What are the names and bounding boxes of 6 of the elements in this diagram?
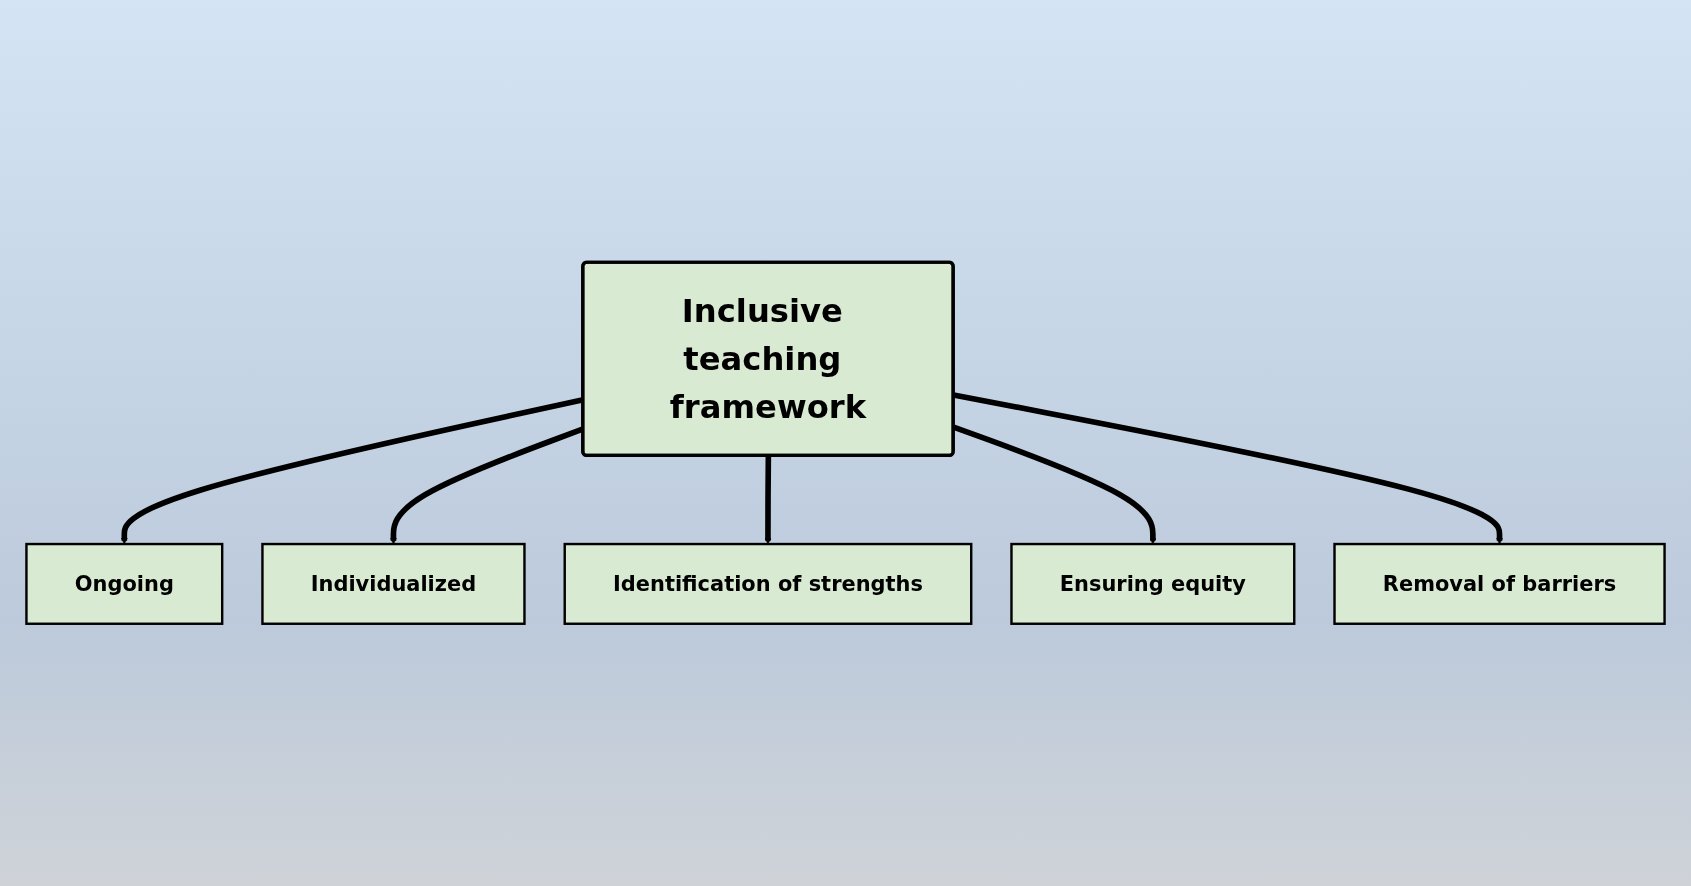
node-box: Ongoing (25, 542, 224, 625)
arrow (764, 455, 772, 545)
node-box: Identification of strengths (563, 542, 973, 625)
node-box: Ensuring equity (1010, 542, 1296, 625)
node-box: Removal of barriers (1333, 542, 1666, 625)
node-box: Individualized (261, 542, 526, 625)
